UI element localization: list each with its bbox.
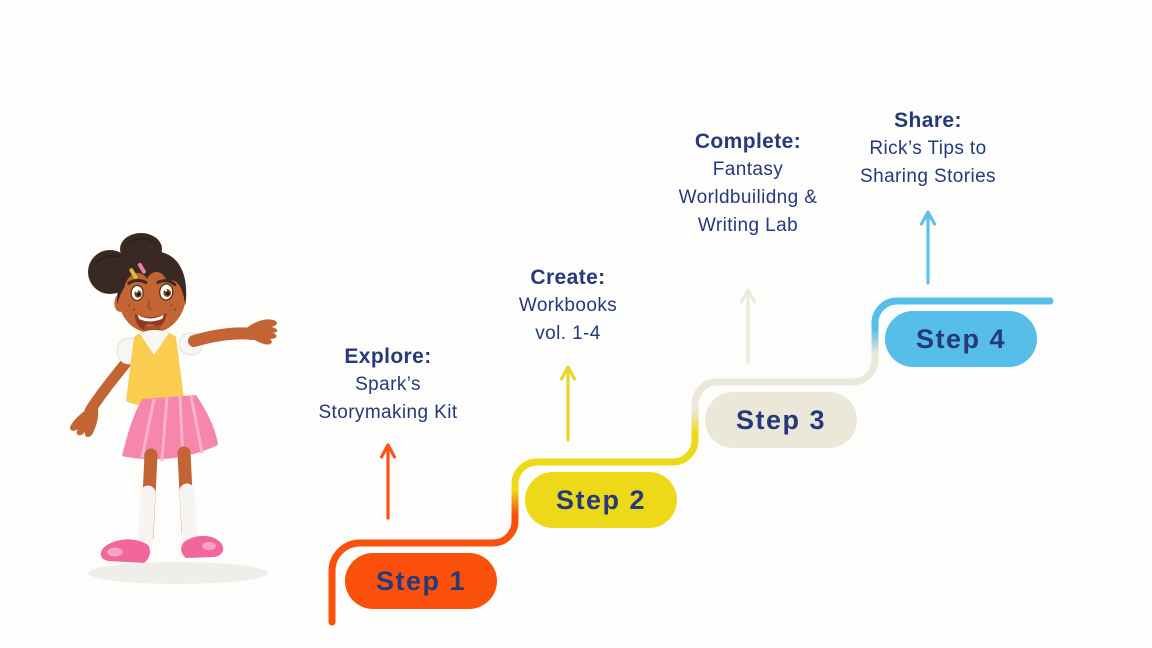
hair-clip-pink xyxy=(137,262,146,274)
left-arm xyxy=(70,349,138,438)
stair-junction-2-3 xyxy=(669,378,721,466)
left-hand xyxy=(70,405,99,438)
sock-left xyxy=(137,485,156,557)
skirt-body xyxy=(122,395,218,460)
right-arm xyxy=(188,319,278,347)
torso xyxy=(126,330,184,407)
step-1-pill-label: Step 1 xyxy=(376,566,466,596)
vest xyxy=(126,330,184,407)
step-4-pill-label: Step 4 xyxy=(916,324,1006,354)
shoes xyxy=(100,535,224,563)
right-arm-limb xyxy=(188,327,259,347)
step-pills: Step 1 Step 2 Step 3 Step 4 xyxy=(345,311,1037,609)
step-4-note-heading: Share: xyxy=(894,109,962,132)
stair-junction-1-2 xyxy=(489,458,541,547)
shoe-left-highlight xyxy=(107,547,123,557)
bun-shading xyxy=(127,237,153,244)
collar xyxy=(140,330,169,355)
step-2-arrow-icon xyxy=(559,365,577,442)
stair-segment-1 xyxy=(328,539,497,626)
hair-fringe xyxy=(117,251,187,306)
step-3-note-line: Writing Lab xyxy=(697,215,799,236)
eyebrow-right xyxy=(156,279,177,287)
step-2-note-line: Workbooks xyxy=(518,295,618,316)
step-3-note-line: Worldbuilidng & xyxy=(678,187,818,208)
step-1-arrow-icon xyxy=(379,443,397,520)
step-3-pill-label: Step 3 xyxy=(736,405,826,435)
step-1-note: Explore: Spark’s Storymaking Kit xyxy=(318,342,457,427)
hair-clip-gold xyxy=(129,268,138,280)
sock-right xyxy=(179,483,198,553)
step-3-arrow-icon xyxy=(739,288,757,364)
step-2-pill xyxy=(525,472,677,528)
step-4-note: Share: Rick’s Tips to Sharing Stories xyxy=(860,106,996,191)
head xyxy=(114,251,187,333)
shoe-left xyxy=(100,539,151,563)
shoe-right-highlight xyxy=(202,542,216,550)
socks xyxy=(137,483,198,557)
ground-shadow xyxy=(88,562,268,584)
step-4-note-line: Rick’s Tips to xyxy=(869,138,987,159)
step-1-pill xyxy=(345,553,497,609)
step-2-pill-label: Step 2 xyxy=(556,485,646,515)
bun-shading xyxy=(95,254,121,264)
right-hand xyxy=(246,319,278,345)
step-3-pill xyxy=(705,392,857,448)
step-1-note-heading: Explore: xyxy=(344,345,432,368)
step-2-note-heading: Create: xyxy=(530,266,606,289)
freckles xyxy=(128,304,177,311)
step-2-note: Create: Workbooks vol. 1-4 xyxy=(519,263,617,348)
arrows xyxy=(379,210,937,520)
step-3-note: Complete: Fantasy Worldbuilidng & Writin… xyxy=(679,127,818,240)
step-4-note-line: Sharing Stories xyxy=(860,166,996,187)
step-1-note-line: Spark’s xyxy=(355,374,421,395)
eyes xyxy=(130,283,174,302)
step-1-note-line: Storymaking Kit xyxy=(318,402,458,423)
step-3-note-heading: Complete: xyxy=(694,130,802,153)
stair-junction-3-4 xyxy=(849,297,901,386)
girl-presenting-illustration xyxy=(70,233,278,584)
eyebrow-left xyxy=(127,278,148,285)
step-4-pill xyxy=(885,311,1037,367)
stair-path xyxy=(328,297,1054,626)
nose xyxy=(147,299,153,310)
step-3-note-line: Fantasy xyxy=(712,159,784,180)
step-2-note-line: vol. 1-4 xyxy=(535,323,601,344)
skirt xyxy=(122,394,218,462)
step-4-arrow-icon xyxy=(919,210,937,285)
